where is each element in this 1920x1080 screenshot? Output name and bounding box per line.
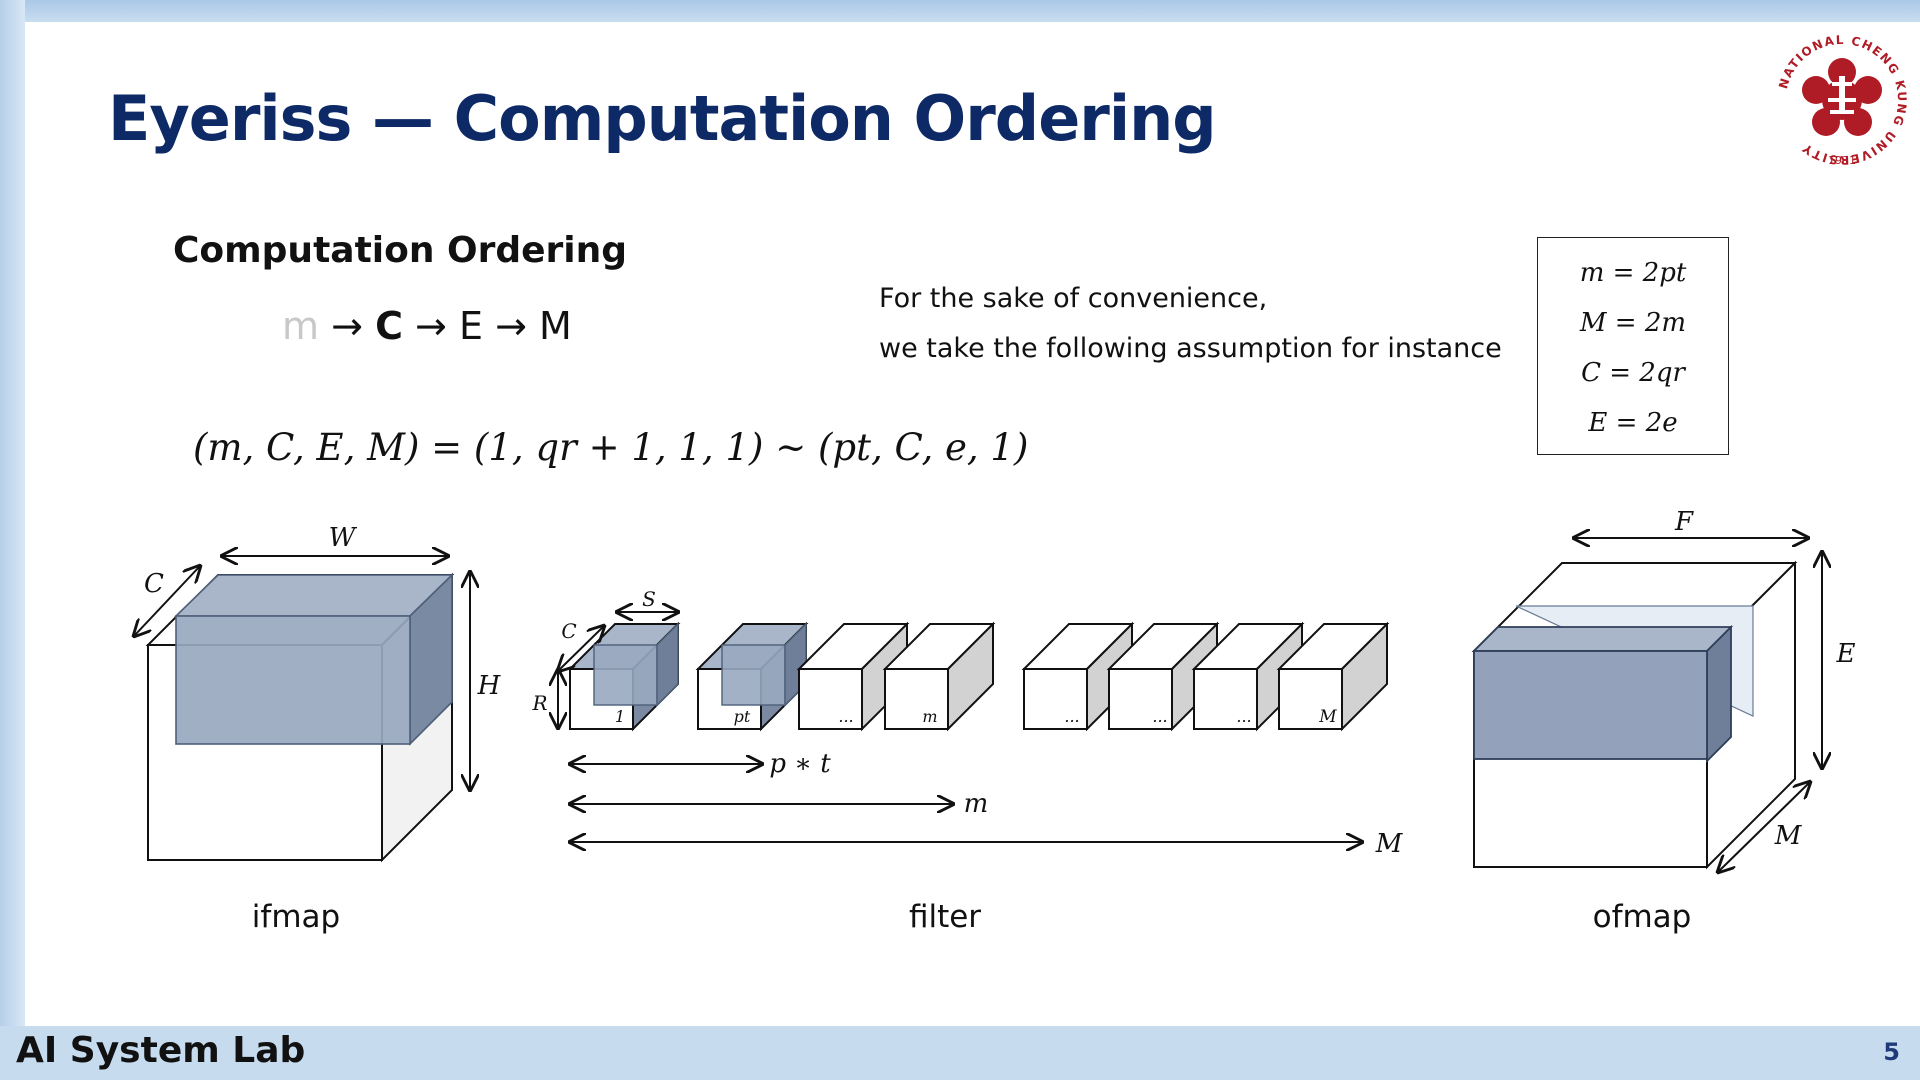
order-m: m — [282, 304, 320, 348]
assumption-box: m = 2pt M = 2m C = 2qr E = 2e — [1537, 237, 1729, 455]
assumption-e: E = 2e — [1588, 408, 1678, 438]
ifmap-highlight-slab — [174, 573, 454, 746]
ifmap-h-label: H — [477, 671, 502, 701]
ofmap-m-label: M — [1774, 821, 1803, 851]
footer-lab-name: AI System Lab — [16, 1030, 306, 1071]
filter-c-arrow — [558, 626, 604, 671]
order-e: E — [458, 304, 483, 348]
filter-box-label: m — [922, 707, 937, 726]
filter-box — [1276, 621, 1390, 732]
filter-box-label: ... — [1236, 707, 1251, 726]
ifmap-w-label: W — [329, 523, 358, 553]
slide-top-border — [0, 0, 1920, 22]
filter-caption: filter — [909, 899, 981, 935]
ifmap-c-label: C — [144, 569, 164, 599]
assumption-bigm: M = 2m — [1579, 308, 1687, 338]
filter-s-label: S — [642, 587, 656, 611]
slide-left-border — [0, 0, 25, 1030]
ofmap-m-arrow — [1718, 782, 1810, 872]
filter-box-label: ... — [1064, 707, 1079, 726]
filter-box-label: ... — [838, 707, 853, 726]
filter-box-label: ... — [1152, 707, 1167, 726]
filter-box-label: M — [1318, 707, 1337, 727]
ordering-formula: (m, C, E, M) = (1, qr + 1, 1, 1) ~ (pt, … — [193, 426, 1029, 469]
filter-box — [1191, 621, 1305, 732]
note-line-2: we take the following assumption for ins… — [879, 333, 1502, 364]
ifmap-caption: ifmap — [252, 899, 340, 935]
filter-bigm-label: M — [1375, 829, 1404, 859]
ofmap-e-label: E — [1836, 639, 1856, 669]
filter-box — [567, 621, 681, 732]
filter-m-label: m — [964, 789, 989, 819]
order-arrow: → — [495, 304, 527, 348]
order-c: C — [375, 304, 403, 348]
assumption-c: C = 2qr — [1581, 358, 1685, 388]
ifmap-c-arrow — [134, 566, 200, 636]
filter-pt-label: p ∗ t — [769, 749, 831, 779]
filter-box-label: 1 — [615, 707, 625, 726]
filter-box — [882, 621, 996, 732]
ofmap-f-label: F — [1674, 507, 1694, 537]
ordering-sequence: m → C → E → M — [282, 304, 572, 348]
university-seal-icon: NATIONAL CHENG KUNG UNIVERSITY 1931 — [1776, 33, 1908, 167]
filter-box — [695, 621, 809, 732]
order-bigm: M — [539, 304, 572, 348]
note-line-1: For the sake of convenience, — [879, 283, 1268, 314]
ofmap-caption: ofmap — [1593, 899, 1692, 935]
seal-year: 1931 — [1828, 154, 1856, 167]
filter-box — [1021, 621, 1135, 732]
filter-box-label: pt — [734, 707, 751, 726]
filter-r-label: R — [531, 691, 547, 715]
filter-c-label: C — [561, 619, 576, 643]
slide-title: Eyeriss — Computation Ordering — [108, 82, 1217, 155]
page-number: 5 — [1883, 1038, 1900, 1066]
order-arrow: → — [331, 304, 363, 348]
assumption-m: m = 2pt — [1579, 258, 1687, 288]
order-arrow: → — [415, 304, 447, 348]
footer-bar — [0, 1026, 1920, 1080]
section-heading: Computation Ordering — [173, 230, 628, 271]
ofmap-highlight-slab — [1471, 605, 1754, 764]
